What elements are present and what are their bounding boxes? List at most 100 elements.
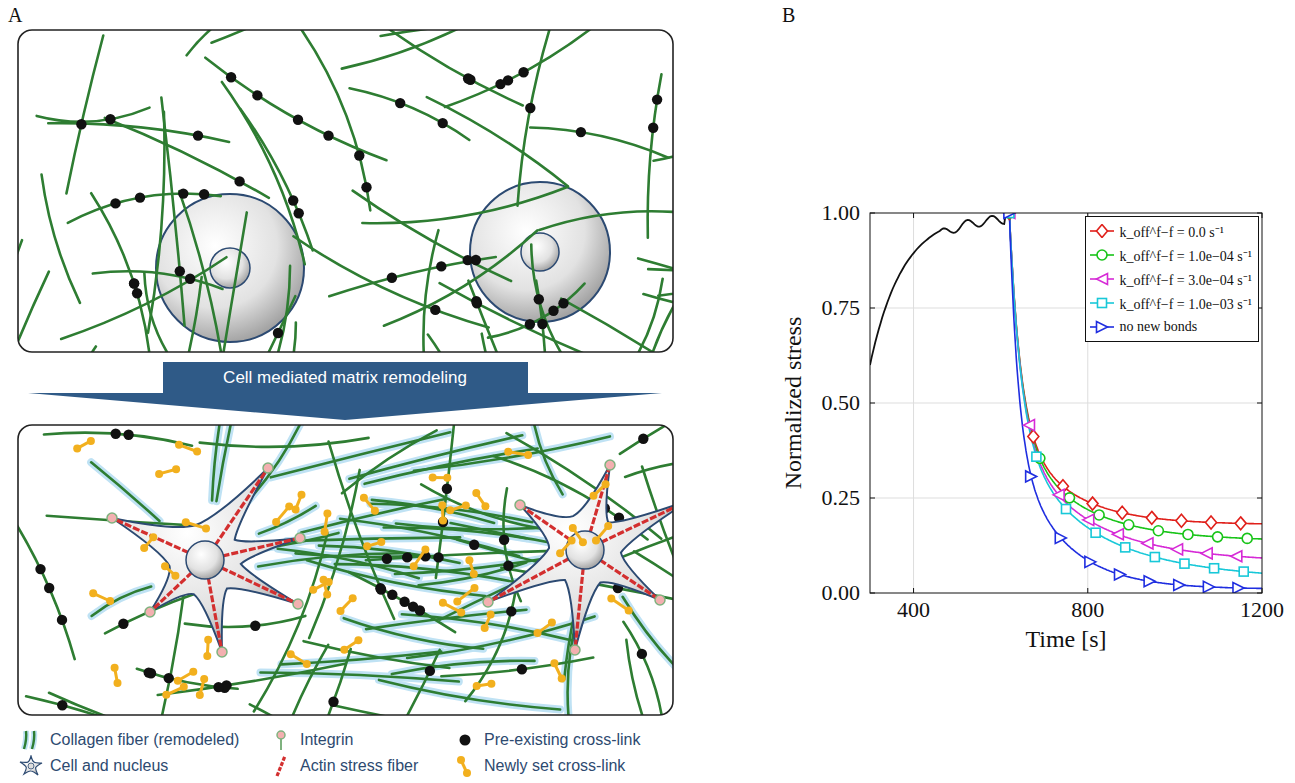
new-cross-link-end — [325, 578, 333, 586]
new-cross-link-end — [453, 597, 461, 605]
cross-link — [576, 127, 586, 137]
marker — [1183, 529, 1193, 539]
collagen-fiber — [66, 36, 103, 194]
new-cross-link-end — [89, 589, 97, 597]
marker — [1231, 551, 1242, 562]
collagen-fiber — [465, 584, 516, 702]
panel-label: B — [782, 4, 795, 27]
new-cross-link-end — [203, 652, 211, 660]
marker — [1097, 274, 1108, 285]
collagen-fiber — [643, 294, 673, 323]
collagen-fiber — [561, 299, 673, 352]
cross-link — [436, 261, 446, 271]
integrin — [570, 645, 580, 655]
collagen-fiber — [92, 587, 152, 616]
cross-link — [164, 673, 174, 683]
collagen-fiber — [531, 245, 566, 352]
cross-link — [399, 597, 409, 607]
new-cross-link-end — [481, 502, 489, 510]
chart-grid — [870, 213, 1262, 593]
collagen-fiber — [596, 279, 663, 352]
tick — [870, 498, 875, 499]
cross-link — [129, 278, 139, 288]
integrin — [655, 595, 665, 605]
marker — [1064, 493, 1074, 503]
marker — [1203, 581, 1214, 592]
new-cross-link-end — [298, 491, 306, 499]
collagen-fiber — [518, 30, 551, 206]
new-cross-link-end — [162, 691, 170, 699]
cross-link — [132, 288, 142, 298]
cross-link — [506, 606, 516, 616]
cross-link — [395, 98, 405, 108]
collagen-fiber — [212, 30, 395, 43]
relaxation-curve — [1009, 213, 1262, 588]
round-cell — [470, 182, 610, 322]
new-cross-link-end — [360, 494, 368, 502]
new-cross-link-end — [471, 584, 479, 592]
tick — [913, 213, 914, 218]
cross-link — [638, 434, 648, 444]
legend-text: Pre-existing cross-link — [484, 731, 640, 749]
legend-item: k_off^f−f = 3.0e−04 s⁻¹ — [1090, 267, 1252, 291]
marker — [1026, 471, 1037, 482]
marker — [1174, 579, 1185, 590]
marker — [1097, 250, 1107, 260]
cross-link — [469, 540, 479, 550]
new-cross-link-end — [204, 636, 212, 644]
marker — [1004, 213, 1015, 219]
panel-frame — [18, 30, 673, 352]
collagen-fiber — [18, 272, 49, 352]
legend-text: k_off^f−f = 3.0e−04 s⁻¹ — [1119, 270, 1252, 289]
new-cross-link-end — [429, 474, 437, 482]
collagen-fiber — [251, 322, 295, 352]
new-cross-link-end — [172, 465, 180, 473]
legend-text: k_off^f−f = 0.0 s⁻¹ — [1119, 222, 1223, 241]
cross-link — [652, 94, 662, 104]
relaxation-curve — [1009, 213, 1262, 558]
legend-sample — [1090, 224, 1114, 238]
new-cross-link-end — [337, 607, 345, 615]
new-cross-link-end — [534, 629, 542, 637]
tick-label: 1.00 — [822, 200, 861, 226]
tick — [1257, 403, 1262, 404]
new-cross-link-end — [421, 546, 429, 554]
collagen-fiber — [319, 546, 460, 563]
cross-link — [442, 484, 452, 494]
cross-link — [123, 430, 133, 440]
new-cross-link-end — [443, 474, 451, 482]
legend-item: k_off^f−f = 1.0e−03 s⁻¹ — [1090, 291, 1252, 315]
collagen-fiber — [259, 506, 316, 534]
cross-link — [328, 697, 338, 707]
legend-sample — [268, 755, 294, 777]
collagen-fiber — [392, 661, 535, 674]
cross-link — [250, 621, 260, 631]
legend-text: Integrin — [300, 731, 353, 749]
spread-cell — [488, 465, 673, 650]
cross-link — [503, 561, 513, 571]
cross-link — [648, 123, 658, 133]
legend-item: Cell and nucleus — [18, 755, 168, 777]
new-cross-link-end — [363, 542, 371, 550]
cross-link — [57, 700, 67, 710]
stress-fiber — [277, 756, 285, 776]
new-cross-link-end — [321, 528, 329, 536]
collagen-fiber — [24, 731, 26, 749]
marker — [1028, 430, 1039, 443]
new-cross-link-end — [592, 536, 600, 544]
collagen-fiber — [534, 425, 563, 494]
legend-sample — [452, 755, 478, 777]
marker — [1097, 322, 1108, 333]
new-cross-link-end — [439, 599, 447, 607]
collagen-fiber — [384, 230, 537, 325]
cross-link — [323, 130, 333, 140]
cross-link — [199, 189, 209, 199]
tick-label: 1200 — [1240, 597, 1284, 623]
tick-label: 0.00 — [822, 580, 861, 606]
collagen-fiber — [301, 499, 446, 533]
new-cross-link-end — [556, 549, 564, 557]
collagen-fiber — [91, 462, 159, 521]
new-cross-link-end — [487, 680, 495, 688]
collagen-fiber — [402, 614, 572, 640]
